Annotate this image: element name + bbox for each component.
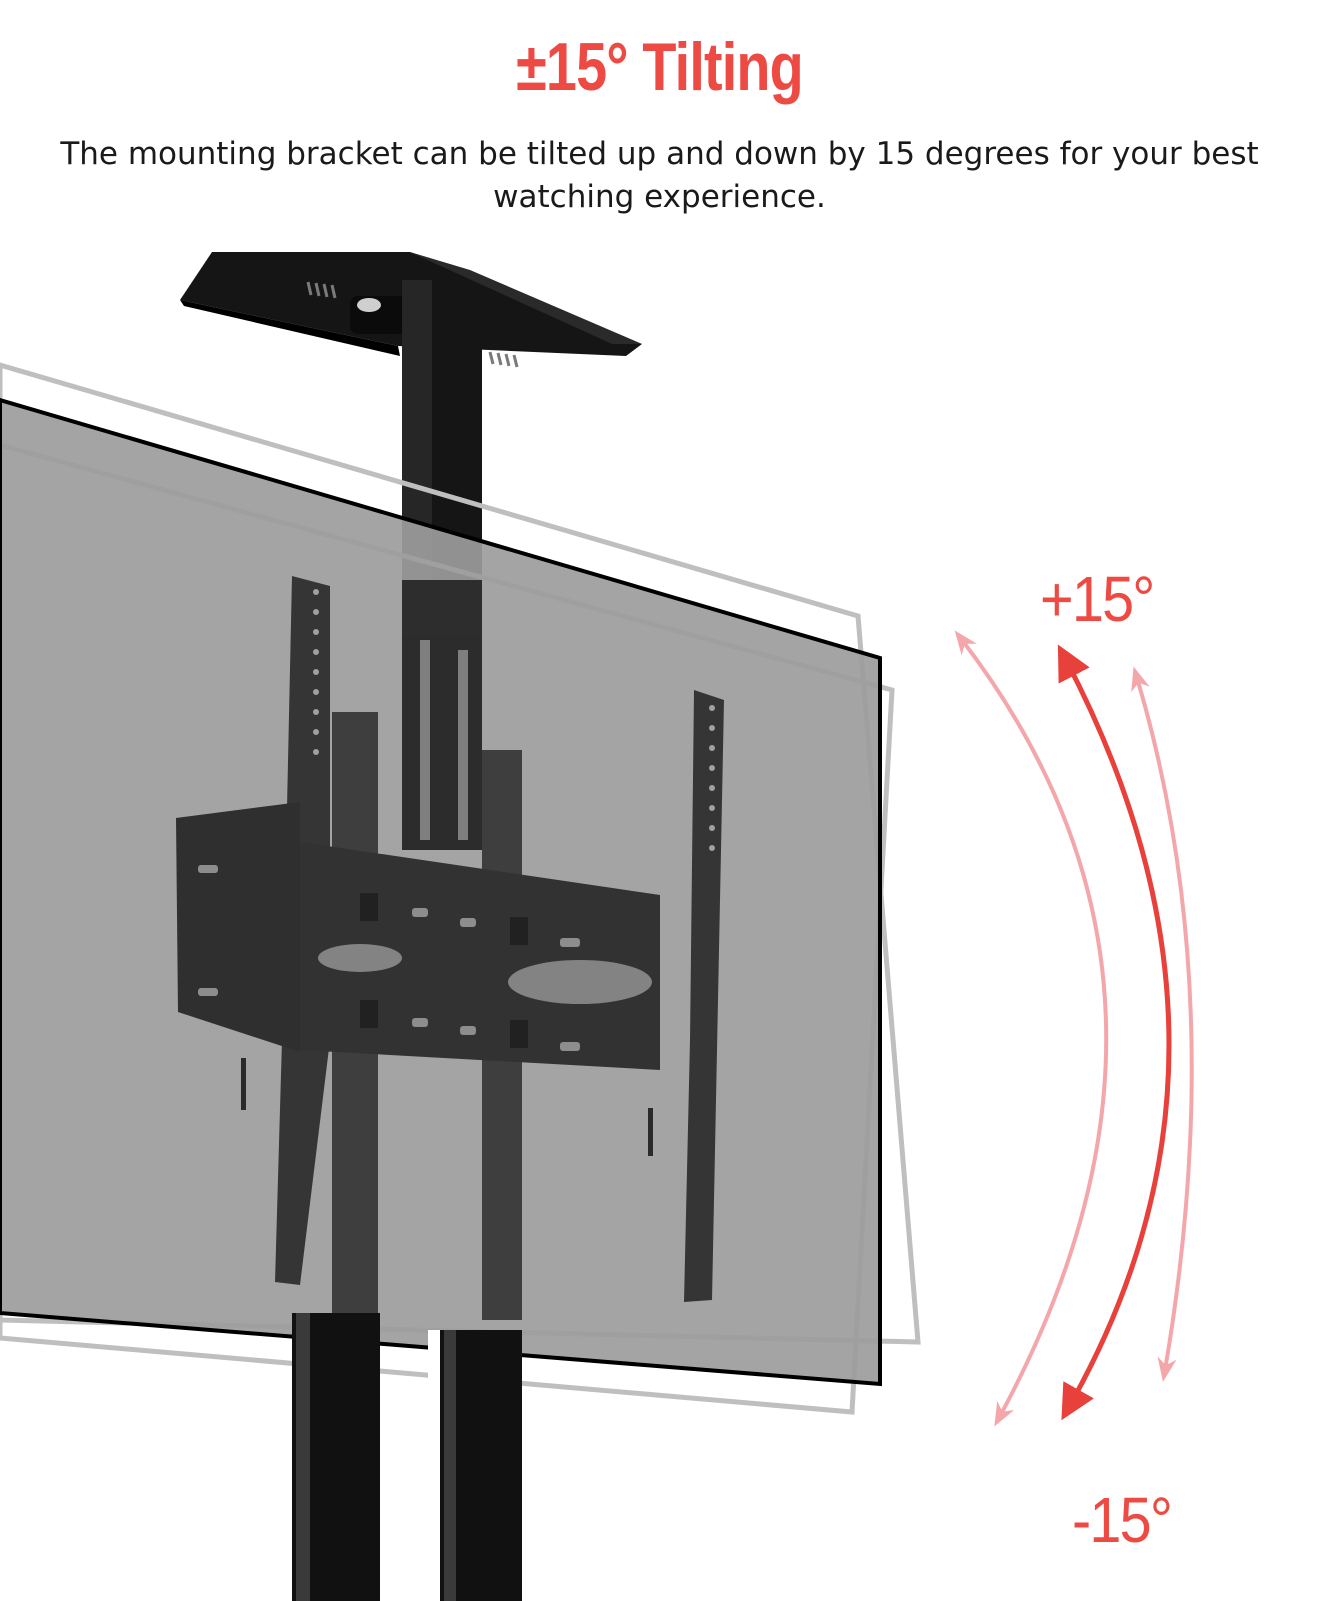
arrow-up-icon bbox=[954, 630, 1109, 1427]
page-description: The mounting bracket can be tilted up an… bbox=[60, 136, 1259, 215]
wall-mount-bracket bbox=[176, 576, 724, 1322]
tilt-down-label: -15° bbox=[1072, 1484, 1173, 1556]
arrow-down-icon bbox=[1057, 644, 1172, 1421]
floor-poles bbox=[292, 1313, 522, 1601]
tilt-range-arrows bbox=[954, 630, 1194, 1427]
tilt-up-label: +15° bbox=[1040, 563, 1155, 635]
page-title: ±15° Tilting bbox=[516, 29, 804, 105]
